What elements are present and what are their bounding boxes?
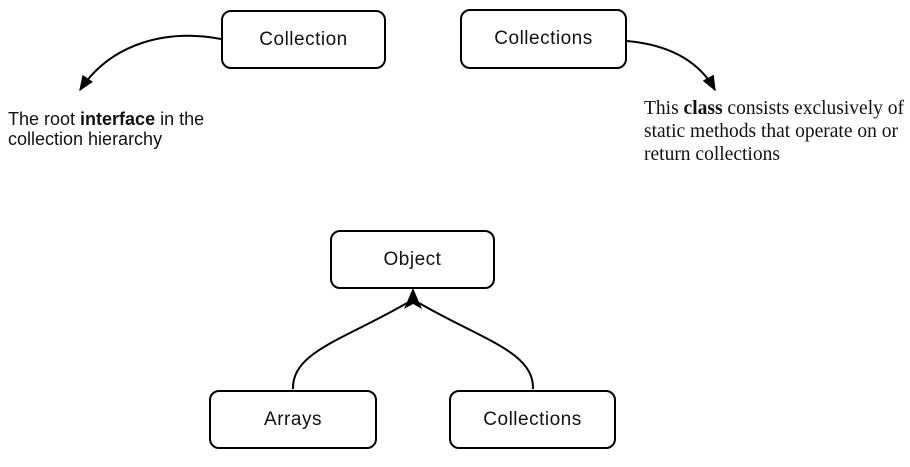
node-collections-label: Collections bbox=[483, 408, 582, 430]
annotation-arrow-left-icon bbox=[79, 34, 222, 92]
node-arrays-label: Arrays bbox=[264, 408, 322, 430]
node-collections-class-label: Collections bbox=[494, 28, 593, 49]
annotation-right-bold: class bbox=[683, 98, 723, 119]
hierarchy-arrowhead-up-icon bbox=[404, 288, 422, 309]
annotation-collection-interface: The root interface in the collection hie… bbox=[8, 109, 216, 149]
node-collections-class: Collections bbox=[460, 9, 627, 69]
annotation-left-pre: The root bbox=[8, 109, 81, 129]
hierarchy-curve-arrays-icon bbox=[291, 302, 408, 390]
node-object: Object bbox=[330, 230, 495, 289]
node-collection-label: Collection bbox=[259, 28, 348, 50]
node-object-label: Object bbox=[383, 248, 442, 270]
annotation-arrow-right-icon bbox=[626, 40, 716, 92]
node-arrays: Arrays bbox=[209, 390, 377, 449]
hierarchy-curve-collections-icon bbox=[418, 302, 535, 390]
annotation-left-post: in the collection hierarchy bbox=[8, 109, 205, 149]
node-collection: Collection bbox=[221, 10, 386, 69]
node-collections: Collections bbox=[449, 390, 616, 449]
annotation-collections-class: This class consists exclusively of stati… bbox=[644, 97, 908, 166]
annotation-left-bold: interface bbox=[80, 109, 156, 129]
annotation-right-post: consists exclusively of static methods t… bbox=[644, 98, 904, 165]
annotation-right-pre: This bbox=[644, 98, 684, 119]
